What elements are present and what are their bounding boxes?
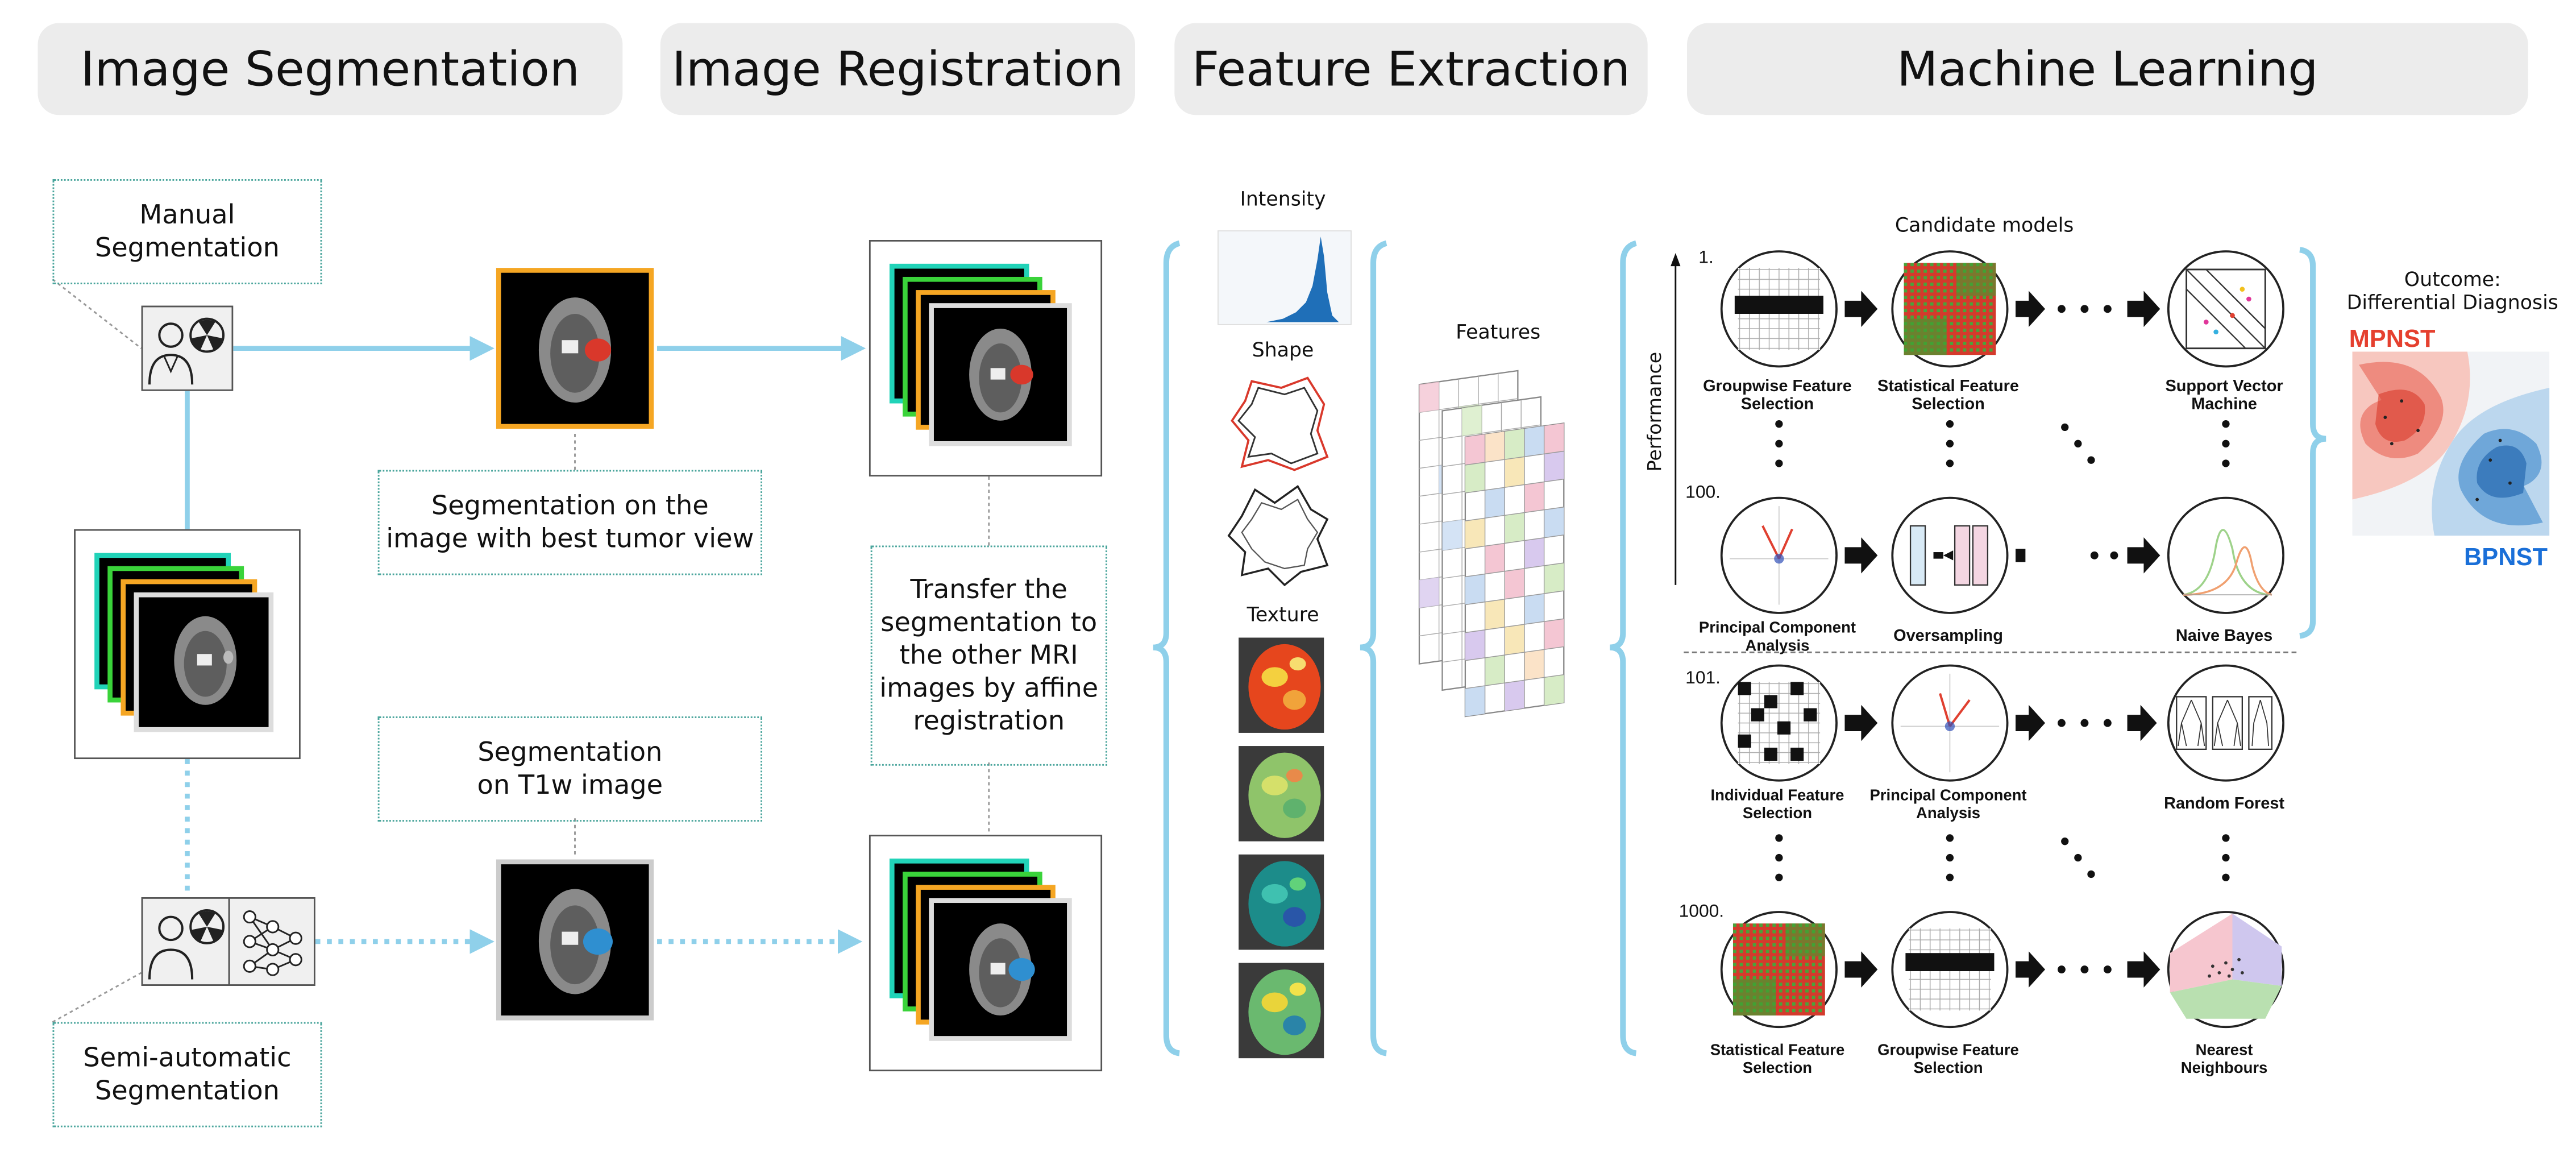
header-image-segmentation: Image Segmentation — [38, 23, 623, 115]
label-principal-component-analysis: Principal Component Analysis — [1698, 619, 1856, 655]
label-groupwise-feature-selection: Groupwise Feature Selection — [1703, 378, 1852, 414]
rank-1000: 1000. — [1678, 902, 1725, 922]
label-random-forest: Random Forest — [2164, 795, 2285, 814]
best-view-segmentation-label: Segmentation on the image with best tumo… — [377, 470, 762, 575]
label-statistical-feature-selection-2: Statistical Feature Selection — [1710, 1042, 1845, 1077]
semi-automatic-segmentation-label: Semi-automatic Segmentation — [52, 1022, 322, 1127]
features-label: Features — [1456, 320, 1541, 344]
radiologist-ai-icon — [141, 897, 315, 986]
performance-axis-label: Performance — [1643, 351, 1666, 472]
oversampling-icon — [1891, 496, 2009, 614]
class-bpnst-label: BPNST — [2464, 544, 2548, 572]
label-nearest-neighbours: Nearest Neighbours — [2180, 1042, 2268, 1077]
label-individual-feature-selection: Individual Feature Selection — [1710, 787, 1844, 823]
label-statistical-feature-selection: Statistical Feature Selection — [1877, 378, 2020, 414]
statistical-feature-selection-icon — [1891, 250, 2009, 368]
radiologist-icon — [141, 305, 234, 391]
model-pipeline-grid — [1720, 250, 2284, 1029]
rank-100: 100. — [1685, 483, 1721, 503]
principal-component-analysis-icon — [1720, 496, 1838, 614]
intensity-histogram — [1218, 230, 1352, 325]
mri-image-stack — [74, 529, 301, 760]
registered-stack-semiautomatic — [869, 835, 1103, 1072]
header-machine-learning: Machine Learning — [1687, 23, 2528, 115]
groupwise-feature-selection-icon-2 — [1891, 911, 2009, 1029]
pipeline-arrows — [1775, 291, 2230, 988]
statistical-feature-selection-icon-2 — [1720, 911, 1838, 1029]
feature-matrices-icon — [1418, 370, 1565, 718]
random-forest-icon — [2167, 664, 2284, 782]
rank-101: 101. — [1685, 669, 1721, 689]
header-image-registration: Image Registration — [660, 23, 1135, 115]
mri-manual-segmentation — [496, 268, 654, 429]
label-principal-component-analysis-2: Principal Component Analysis — [1869, 787, 2027, 823]
registered-stack-manual — [869, 239, 1103, 477]
nearest-neighbours-icon — [2167, 911, 2284, 1029]
manual-segmentation-label: Manual Segmentation — [52, 179, 322, 284]
groupwise-feature-selection-icon — [1720, 250, 1838, 368]
t1w-segmentation-label: Segmentation on T1w image — [377, 716, 762, 822]
decision-boundary-plot — [2352, 351, 2550, 536]
texture-maps — [1239, 637, 1324, 1059]
label-groupwise-feature-selection-2: Groupwise Feature Selection — [1877, 1042, 2019, 1077]
principal-component-analysis-icon-2 — [1891, 664, 2009, 782]
candidate-models-label: Candidate models — [1894, 213, 2074, 237]
intensity-label: Intensity — [1240, 187, 1326, 210]
class-mpnst-label: MPNST — [2349, 325, 2436, 354]
affine-registration-label: Transfer the segmentation to the other M… — [870, 545, 1107, 766]
rank-1: 1. — [1698, 248, 1714, 268]
individual-feature-selection-icon — [1720, 664, 1838, 782]
mri-semiautomatic-segmentation — [496, 859, 654, 1021]
label-oversampling: Oversampling — [1893, 627, 2003, 646]
label-support-vector-machine: Support Vector Machine — [2165, 378, 2283, 414]
support-vector-machine-icon — [2167, 250, 2284, 368]
label-naive-bayes: Naive Bayes — [2175, 627, 2273, 646]
shape-outline-black — [1227, 484, 1329, 587]
header-feature-extraction: Feature Extraction — [1174, 23, 1648, 115]
shape-outline-red — [1231, 376, 1329, 471]
naive-bayes-icon — [2167, 496, 2284, 614]
outcome-label: Outcome: Differential Diagnosis — [2346, 268, 2558, 314]
shape-label: Shape — [1252, 338, 1314, 362]
texture-label: Texture — [1247, 603, 1319, 627]
